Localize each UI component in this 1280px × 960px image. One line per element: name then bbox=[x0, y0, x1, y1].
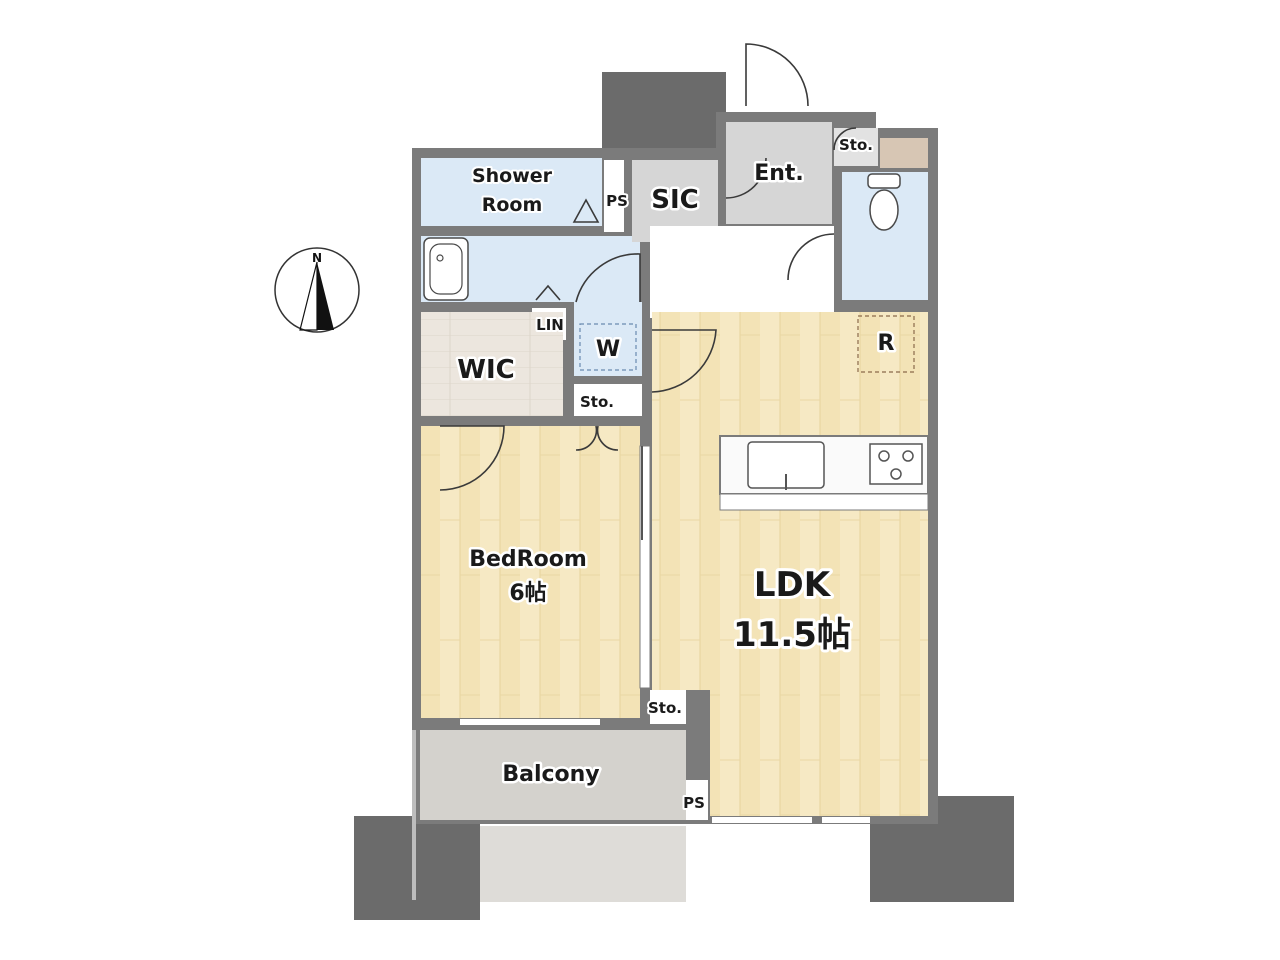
door-sto-bedroom bbox=[575, 425, 619, 451]
balcony-rail-left bbox=[412, 730, 416, 900]
door-ldk bbox=[651, 329, 717, 393]
label-ldk-size: 11.5帖 bbox=[733, 615, 851, 655]
toilet-bowl bbox=[869, 189, 899, 231]
label-ps-bottom: PS bbox=[683, 794, 705, 812]
bedroom-floor bbox=[421, 426, 640, 718]
refrigerator-spot bbox=[857, 315, 915, 373]
label-bedroom-size: 6帖 bbox=[509, 581, 546, 606]
door-washer bbox=[575, 253, 641, 303]
sto-ldk-floor bbox=[650, 690, 686, 724]
label-sto-entrance: Sto. bbox=[839, 136, 873, 154]
balcony-floor bbox=[420, 730, 686, 820]
sto-hall-floor bbox=[574, 384, 642, 416]
cooktop bbox=[869, 443, 923, 485]
door-shower bbox=[572, 198, 600, 223]
compass-needle bbox=[317, 262, 334, 330]
door-sic bbox=[725, 157, 767, 199]
counter-wall bbox=[719, 493, 929, 511]
bathtub-drain bbox=[436, 254, 444, 262]
label-balcony: Balcony bbox=[502, 762, 599, 787]
label-sto-hall: Sto. bbox=[580, 393, 614, 411]
label-lin: LIN bbox=[536, 316, 564, 334]
entrance-floor bbox=[726, 122, 832, 224]
label-washer: W bbox=[596, 337, 620, 362]
bathtub bbox=[423, 237, 469, 301]
washer-pan bbox=[579, 323, 637, 371]
shower-room-floor bbox=[421, 158, 602, 226]
label-refrigerator: R bbox=[878, 331, 895, 356]
toilet-tank bbox=[867, 173, 901, 189]
ps-top-space bbox=[604, 160, 624, 232]
bathtub-inner bbox=[429, 243, 463, 295]
door-bedroom bbox=[439, 425, 505, 491]
label-shower-room-2: Room bbox=[482, 194, 543, 216]
label-ldk: LDK bbox=[754, 565, 832, 605]
door-toilet bbox=[787, 233, 835, 281]
label-shower-room-1: Shower bbox=[472, 165, 553, 187]
ps-bottom-space bbox=[686, 780, 708, 820]
door-sto-entrance bbox=[833, 127, 857, 151]
meter-box bbox=[880, 138, 928, 168]
label-entrance: Ent. bbox=[754, 161, 804, 186]
sliding-door-track bbox=[639, 445, 651, 689]
hallway-floor bbox=[650, 226, 834, 318]
burner-2 bbox=[902, 450, 914, 462]
ldk-floor-upper bbox=[652, 312, 928, 442]
door-lin bbox=[535, 284, 561, 301]
label-sto-ldk: Sto. bbox=[648, 699, 682, 717]
compass-north-label: N bbox=[312, 251, 322, 265]
column-bottom-left bbox=[354, 816, 480, 920]
balcony-lower bbox=[480, 826, 686, 902]
label-sic: SIC bbox=[651, 185, 698, 215]
label-bedroom: BedRoom bbox=[469, 547, 587, 572]
label-wic: WIC bbox=[457, 355, 514, 385]
compass-needle-outline bbox=[299, 261, 318, 331]
washer-floor bbox=[574, 302, 642, 376]
wic-floor bbox=[421, 312, 563, 416]
column-top bbox=[602, 72, 726, 160]
label-ps-top: PS bbox=[606, 192, 628, 210]
burner-1 bbox=[878, 450, 890, 462]
ldk-floor-left bbox=[652, 442, 710, 690]
door-front bbox=[745, 43, 809, 107]
burner-3 bbox=[890, 468, 902, 480]
